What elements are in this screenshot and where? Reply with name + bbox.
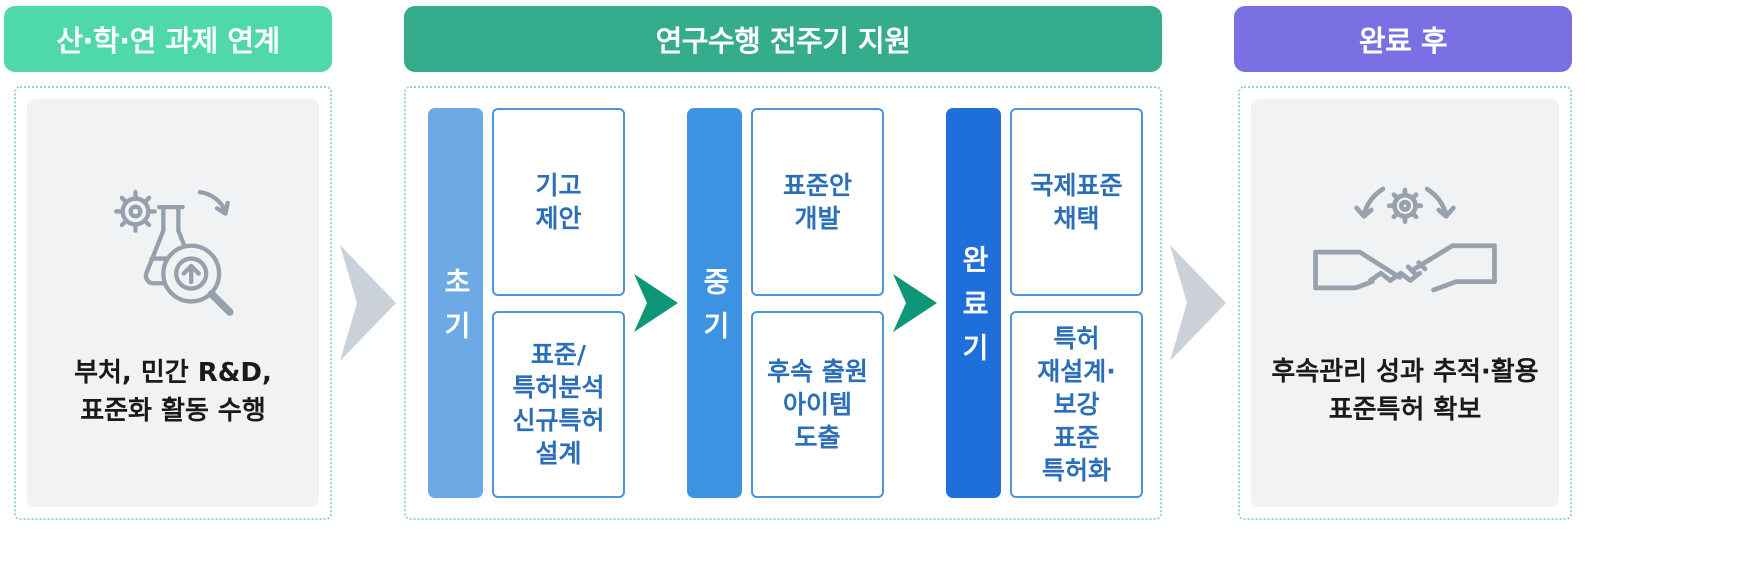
phase-early: 초기 기고 제안 표준/ 특허분석 신규특허 설계 xyxy=(428,108,625,498)
right-panel-text: 후속관리 성과 추적·활용 표준특허 확보 xyxy=(1271,357,1539,425)
left-panel-text: 부처, 민간 R&D, 표준화 활동 수행 xyxy=(74,358,272,426)
phase-mid-label: 중기 xyxy=(687,108,742,498)
right-panel-body-box: 후속관리 성과 추적·활용 표준특허 확보 xyxy=(1251,99,1559,507)
phase-mid-box-2: 후속 출원 아이템 도출 xyxy=(751,310,884,498)
right-panel-dotted-frame: 후속관리 성과 추적·활용 표준특허 확보 xyxy=(1238,86,1572,520)
phase-final-box-1: 국제표준 채택 xyxy=(1010,108,1143,296)
phase-mid-boxes: 표준안 개발 후속 출원 아이템 도출 xyxy=(751,108,884,498)
flow-arrow-1 xyxy=(634,274,678,332)
handshake-gear-icon xyxy=(1305,176,1505,324)
phase-early-boxes: 기고 제안 표준/ 특허분석 신규특허 설계 xyxy=(492,108,625,498)
left-panel-header: 산·학·연 과제 연계 xyxy=(4,6,332,72)
left-panel-dotted-frame: 부처, 민간 R&D, 표준화 활동 수행 xyxy=(14,86,332,520)
center-panel-header: 연구수행 전주기 지원 xyxy=(404,6,1162,72)
phase-final: 완료기 국제표준 채택 특허 재설계· 보강 표준 특허화 xyxy=(946,108,1143,498)
phase-mid-box-1: 표준안 개발 xyxy=(751,108,884,296)
phase-early-box-1: 기고 제안 xyxy=(492,108,625,296)
right-panel-header: 완료 후 xyxy=(1234,6,1572,72)
phase-final-box-2: 특허 재설계· 보강 표준 특허화 xyxy=(1010,310,1143,498)
phase-final-boxes: 국제표준 채택 특허 재설계· 보강 표준 특허화 xyxy=(1010,108,1143,498)
phase-early-box-2: 표준/ 특허분석 신규특허 설계 xyxy=(492,310,625,498)
flask-gear-magnifier-icon xyxy=(89,175,257,325)
phase-final-label: 완료기 xyxy=(946,108,1001,498)
section-arrow-right xyxy=(1162,6,1234,520)
panel-post-completion: 완료 후 xyxy=(1234,6,1572,520)
left-panel-body-box: 부처, 민간 R&D, 표준화 활동 수행 xyxy=(27,99,319,507)
phase-row: 초기 기고 제안 표준/ 특허분석 신규특허 설계 중기 표 xyxy=(428,108,1143,498)
phase-early-label: 초기 xyxy=(428,108,483,498)
panel-research-lifecycle: 연구수행 전주기 지원 초기 기고 제안 표준/ 특허분석 신규특허 설계 xyxy=(404,6,1162,520)
flow-arrow-2 xyxy=(893,274,937,332)
panel-pre-project: 산·학·연 과제 연계 xyxy=(4,6,332,520)
section-arrow-left xyxy=(332,6,404,520)
center-panel-dotted-frame: 초기 기고 제안 표준/ 특허분석 신규특허 설계 중기 표 xyxy=(404,86,1162,520)
phase-mid: 중기 표준안 개발 후속 출원 아이템 도출 xyxy=(687,108,884,498)
